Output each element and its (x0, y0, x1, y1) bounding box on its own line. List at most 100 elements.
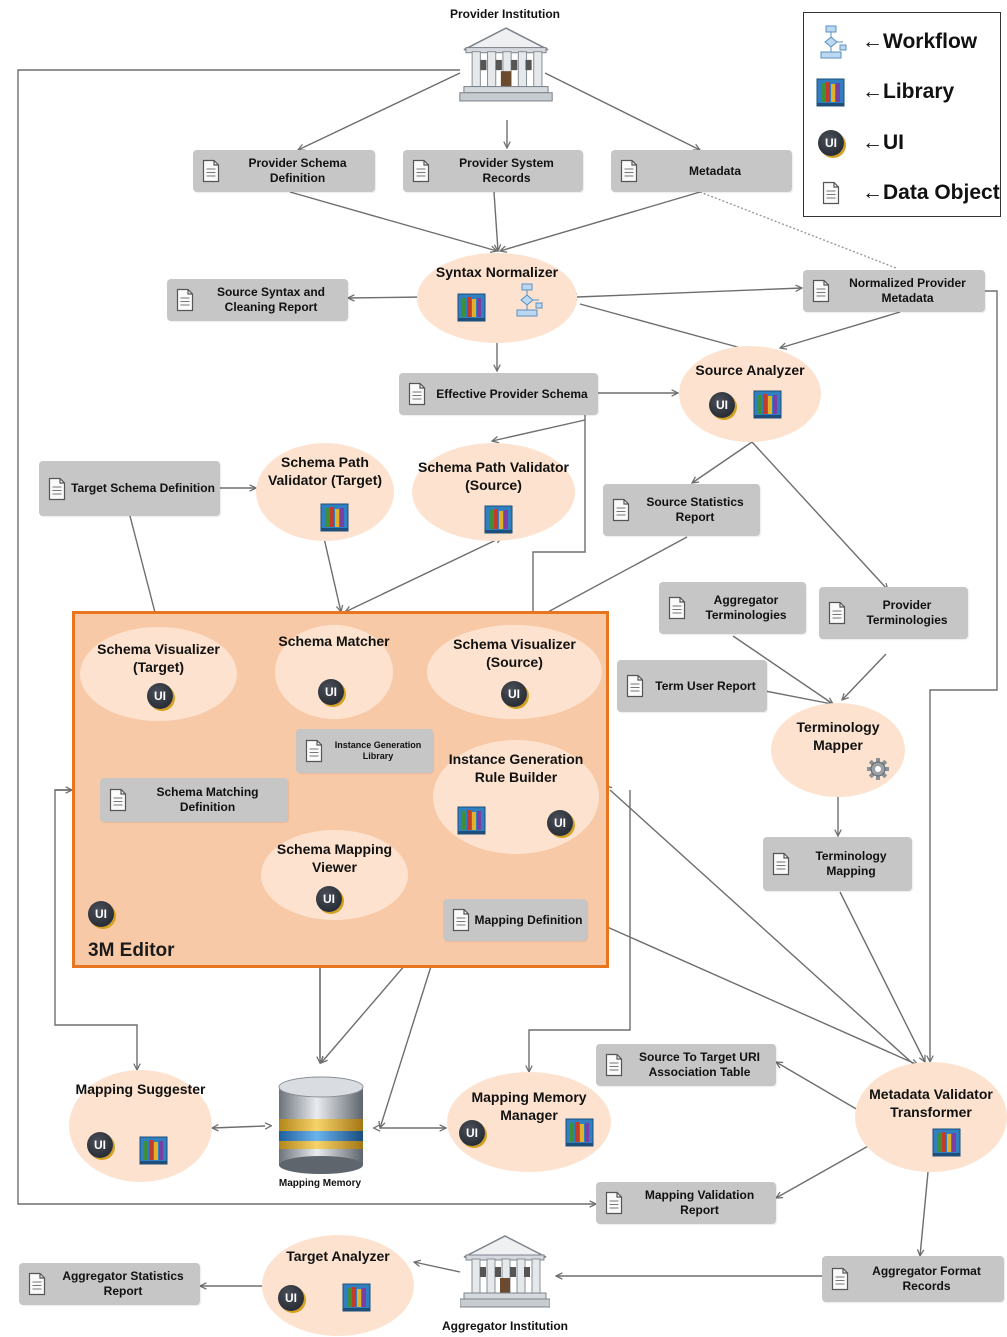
ui-icon: UI (547, 810, 573, 836)
library-icon (565, 1118, 594, 1147)
data-object-provider-terminologies: Provider Terminologies (819, 587, 968, 639)
document-icon (408, 382, 426, 406)
connector-arrow (212, 1126, 265, 1128)
data-object-term-user-report: Term User Report (617, 660, 767, 712)
gear-icon (867, 758, 889, 780)
connector-arrow (692, 441, 753, 483)
component-label: Schema Mapping Viewer (276, 841, 393, 875)
document-icon (831, 1267, 849, 1291)
component-label: Mapping Suggester (75, 1081, 206, 1097)
ui-icon: UI (316, 886, 342, 912)
component-schema-visualizer-target: Schema Visualizer (Target) UI (80, 627, 237, 721)
library-icon (753, 390, 782, 419)
data-object-label: Source To Target URI Association Table (639, 1050, 760, 1079)
connector-arrow (17, 69, 596, 1204)
library-icon (457, 293, 486, 322)
data-object-label: Provider System Records (459, 156, 554, 185)
ui-icon: UI (501, 681, 527, 707)
connector-arrow (776, 1144, 871, 1198)
component-label: Source Analyzer (695, 362, 805, 378)
data-object-label: Source Syntax and Cleaning Report (216, 285, 326, 314)
legend-item-ui: UI ←UI (814, 126, 996, 160)
data-object-label: Terminology Mapping (815, 849, 887, 878)
document-icon (412, 159, 430, 183)
legend-symbol (814, 75, 848, 109)
document-icon (828, 601, 846, 625)
legend-label: ←Data Object (862, 181, 1000, 204)
editor-title: 3M Editor (88, 940, 175, 961)
data-object-label: Aggregator Statistics Report (62, 1269, 184, 1298)
ui-icon: UI (318, 679, 344, 705)
legend-item-data-object: ←Data Object (814, 176, 1000, 210)
document-icon (812, 279, 830, 303)
legend-label: ←Library (862, 80, 955, 103)
data-object-label: Instance Generation Library (334, 740, 422, 761)
document-icon (48, 477, 66, 500)
legend-label: ←Workflow (862, 30, 978, 53)
provider-institution-icon (459, 27, 553, 102)
component-label: Terminology Mapper (796, 719, 880, 753)
component-terminology-mapper: Terminology Mapper (771, 703, 905, 797)
library-icon (139, 1136, 168, 1165)
data-object-normalized-provider-metadata: Normalized Provider Metadata (803, 270, 985, 312)
data-object-aggregator-terminologies: Aggregator Terminologies (659, 582, 806, 634)
connector-arrow (345, 540, 496, 612)
connector-arrow (577, 288, 802, 297)
library-icon (932, 1128, 961, 1157)
data-object-label: Aggregator Terminologies (705, 593, 787, 622)
data-object-source-syntax-report: Source Syntax and Cleaning Report (167, 279, 348, 321)
data-object-label: Target Schema Definition (71, 481, 215, 495)
component-label: Schema Visualizer (Target) (97, 641, 220, 675)
library-icon (342, 1283, 371, 1312)
connector-arrow (732, 635, 833, 704)
connector-arrow (129, 515, 158, 624)
connector-arrow (492, 419, 586, 441)
data-object-schema-matching-definition: Schema Matching Definition (100, 778, 288, 822)
component-label: Syntax Normalizer (435, 264, 559, 280)
data-object-terminology-mapping: Terminology Mapping (763, 837, 912, 891)
data-object-label: Schema Matching Definition (156, 785, 259, 814)
component-label: Mapping Memory Manager (471, 1089, 587, 1123)
data-object-label: Mapping Definition (474, 912, 583, 927)
ui-icon: UI (278, 1285, 304, 1311)
data-object-aggregator-format-records: Aggregator Format Records (822, 1256, 1004, 1302)
library-icon (816, 78, 845, 107)
mapping-memory-label: Mapping Memory (278, 1178, 362, 1189)
document-icon (620, 159, 638, 183)
component-label: Metadata Validator Transformer (869, 1086, 993, 1120)
data-object-source-statistics-report: Source Statistics Report (603, 484, 760, 536)
connector-arrow (324, 538, 341, 612)
data-object-mapping-definition: Mapping Definition (443, 899, 587, 941)
document-icon (822, 181, 840, 205)
document-icon (605, 1053, 623, 1077)
component-label: Schema Path Validator (Source) (418, 459, 569, 493)
connector-arrow (751, 441, 888, 590)
data-object-label: Metadata (688, 163, 741, 178)
data-object-mapping-validation-report: Mapping Validation Report (596, 1182, 776, 1224)
document-icon (28, 1272, 46, 1296)
connector-arrow (610, 790, 920, 1070)
data-object-label: Normalized Provider Metadata (849, 276, 966, 305)
legend-label: ←UI (862, 131, 904, 154)
data-object-label: Provider Schema Definition (248, 156, 347, 185)
component-label: Schema Path Validator (Target) (267, 454, 383, 488)
data-object-target-schema-definition: Target Schema Definition (39, 461, 220, 516)
ui-icon: UI (87, 1132, 113, 1158)
component-label: Instance Generation Rule Builder (448, 751, 584, 785)
data-object-source-to-target-uri: Source To Target URI Association Table (596, 1044, 776, 1086)
ui-icon: UI (147, 683, 173, 709)
connector-arrow (414, 1262, 461, 1273)
document-icon (612, 498, 630, 522)
ui-icon: UI (818, 130, 844, 156)
legend-item-library: ←Library (814, 75, 996, 109)
provider-institution-label: Provider Institution (449, 7, 560, 21)
connector-arrow (759, 689, 832, 704)
connector-arrow (544, 72, 700, 150)
